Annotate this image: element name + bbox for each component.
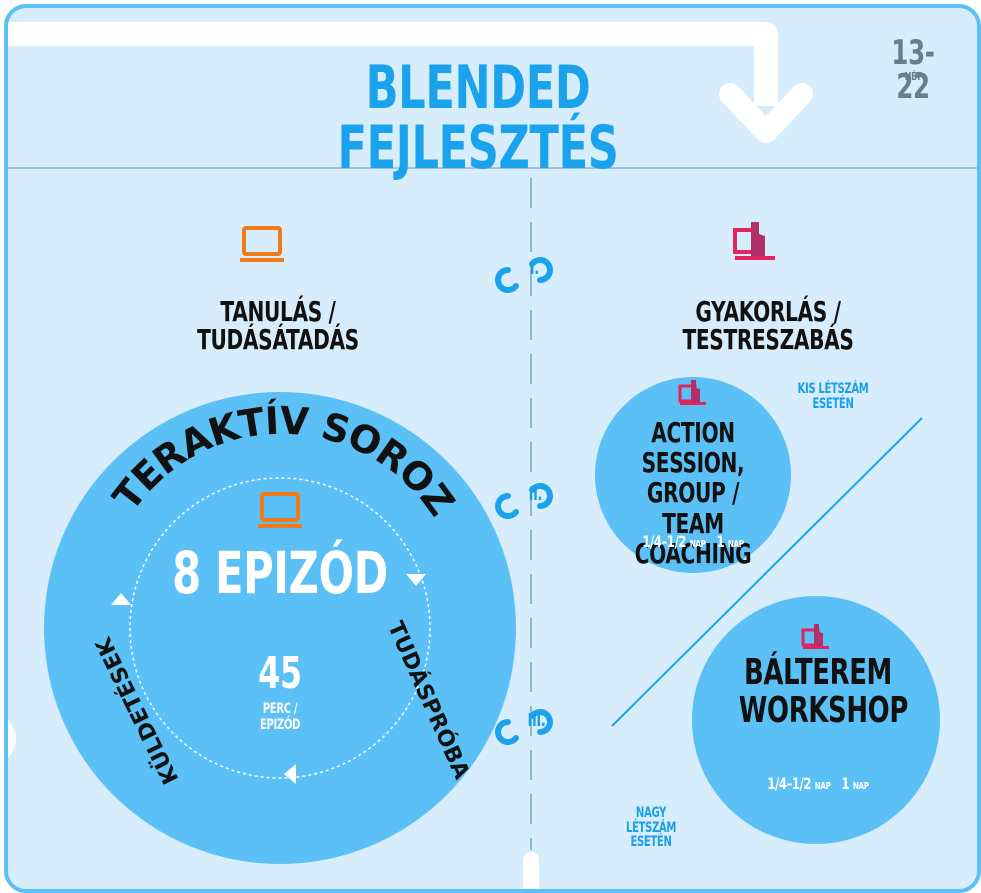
week-label: HÉT bbox=[904, 70, 922, 83]
cycle-arrow-icon bbox=[495, 257, 553, 293]
minutes-label: EPIZÓD bbox=[259, 717, 301, 733]
laptop-icon bbox=[258, 492, 302, 528]
left-heading: TANULÁS / TUDÁSÁTADÁS bbox=[197, 295, 359, 356]
episodes-count: 8 EPIZÓD bbox=[172, 539, 388, 607]
stage-label: III. bbox=[527, 710, 546, 731]
main-panel: INTERAKTÍV SOROZAT bbox=[4, 4, 981, 893]
large-group-note: NAGY LÉTSZÁM ESETÉN bbox=[625, 805, 677, 851]
trainer-icon bbox=[733, 222, 775, 260]
week-range: 13-22 bbox=[891, 33, 935, 107]
diagram-canvas: INTERAKTÍV SOROZAT bbox=[8, 8, 977, 889]
series-circle bbox=[44, 392, 516, 864]
cycle-arrow-icon bbox=[495, 709, 553, 745]
stage-label: II. bbox=[528, 484, 543, 505]
cycle-ring bbox=[129, 477, 431, 779]
workshop-circle bbox=[692, 596, 940, 844]
minutes-label: PERC / bbox=[262, 701, 298, 717]
trainer-icon bbox=[801, 624, 829, 649]
workshop-title: BÁLTEREM WORKSHOP bbox=[738, 652, 909, 731]
cycle-arrow-icon bbox=[495, 483, 553, 519]
action-title: ACTION SESSION, GROUP / TEAM COACHING bbox=[634, 416, 752, 570]
stage-label: I. bbox=[529, 258, 539, 279]
action-duration: 1/4–1/2 NAP 1 NAP bbox=[642, 532, 744, 551]
trainer-icon bbox=[678, 380, 706, 405]
page-title: BLENDED FEJLESZTÉS bbox=[337, 53, 619, 183]
right-heading: GYAKORLÁS / TESTRESZABÁS bbox=[682, 295, 854, 356]
diagonal-separator bbox=[611, 417, 923, 727]
down-arrow-icon bbox=[8, 22, 778, 106]
minutes-value: 45 bbox=[258, 648, 302, 699]
laptop-icon bbox=[240, 226, 284, 262]
workshop-duration: 1/4–1/2 NAP 1 NAP bbox=[767, 774, 869, 793]
action-circle bbox=[595, 377, 791, 573]
small-group-note: KIS LÉTSZÁM ESETÉN bbox=[797, 381, 869, 412]
